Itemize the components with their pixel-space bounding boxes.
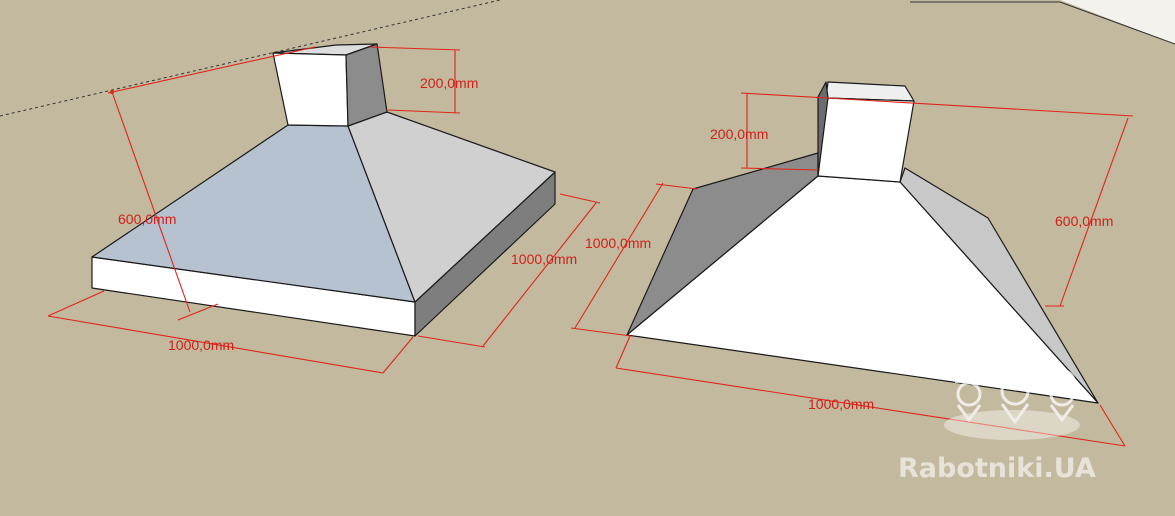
left-pipe-extension-top (369, 46, 461, 51)
right-width-label: 1000,0mm (808, 396, 874, 412)
right-hood-dimensions: 200,0mm 600,0mm 1000,0mm 1000,0mm (570, 92, 1134, 447)
right-pipe-front (817, 97, 915, 183)
left-pipe-label: 200,0mm (420, 75, 478, 91)
left-depth-dimension-line (482, 202, 597, 347)
left-height-dimension-line (111, 91, 191, 313)
left-depth-label: 1000,0mm (511, 251, 577, 267)
left-hood-dimensions: 600,0mm 200,0mm 1000,0mm 1000,0mm (47, 46, 601, 374)
left-hood (91, 43, 556, 337)
right-height-dimension-line (1059, 117, 1129, 307)
right-pipe-label: 200,0mm (710, 126, 768, 142)
left-width-extension-left (47, 290, 105, 317)
right-width-extension-left (615, 335, 631, 369)
right-depth-extension-bottom (570, 327, 632, 337)
three-workers-helmet-logo-icon (944, 362, 1080, 440)
watermark: Rabotniki.UA (898, 362, 1096, 484)
right-width-dimension-line (615, 367, 1126, 447)
right-depth-dimension-line (574, 182, 664, 329)
right-top-extension-line (740, 92, 1134, 117)
left-height-extension-line (107, 46, 316, 94)
right-pipe-extension-bottom (740, 167, 819, 171)
left-height-endpoint (110, 90, 114, 94)
background-plane (905, 0, 1175, 44)
right-depth-label: 1000,0mm (585, 235, 651, 251)
right-hood (626, 81, 1099, 404)
left-width-dimension-line (47, 315, 384, 374)
left-width-extension-right (382, 336, 414, 374)
right-pipe-side (817, 81, 829, 177)
left-height-extension-low (177, 303, 219, 321)
left-depth-extension-bottom (417, 335, 486, 348)
left-width-label: 1000,0mm (168, 337, 234, 353)
left-height-label: 600,0mm (118, 211, 176, 227)
watermark-text: Rabotniki.UA (898, 453, 1096, 484)
left-pipe-side (345, 43, 388, 127)
right-height-label: 600,0mm (1055, 213, 1113, 229)
left-depth-extension-top (559, 193, 601, 204)
left-pipe-extension-bottom (387, 109, 461, 114)
right-depth-extension-top (655, 183, 698, 190)
right-width-extension-right (1099, 404, 1126, 447)
horizon-dashed-line (0, 0, 501, 117)
background-plane-edge (1059, 1, 1175, 45)
